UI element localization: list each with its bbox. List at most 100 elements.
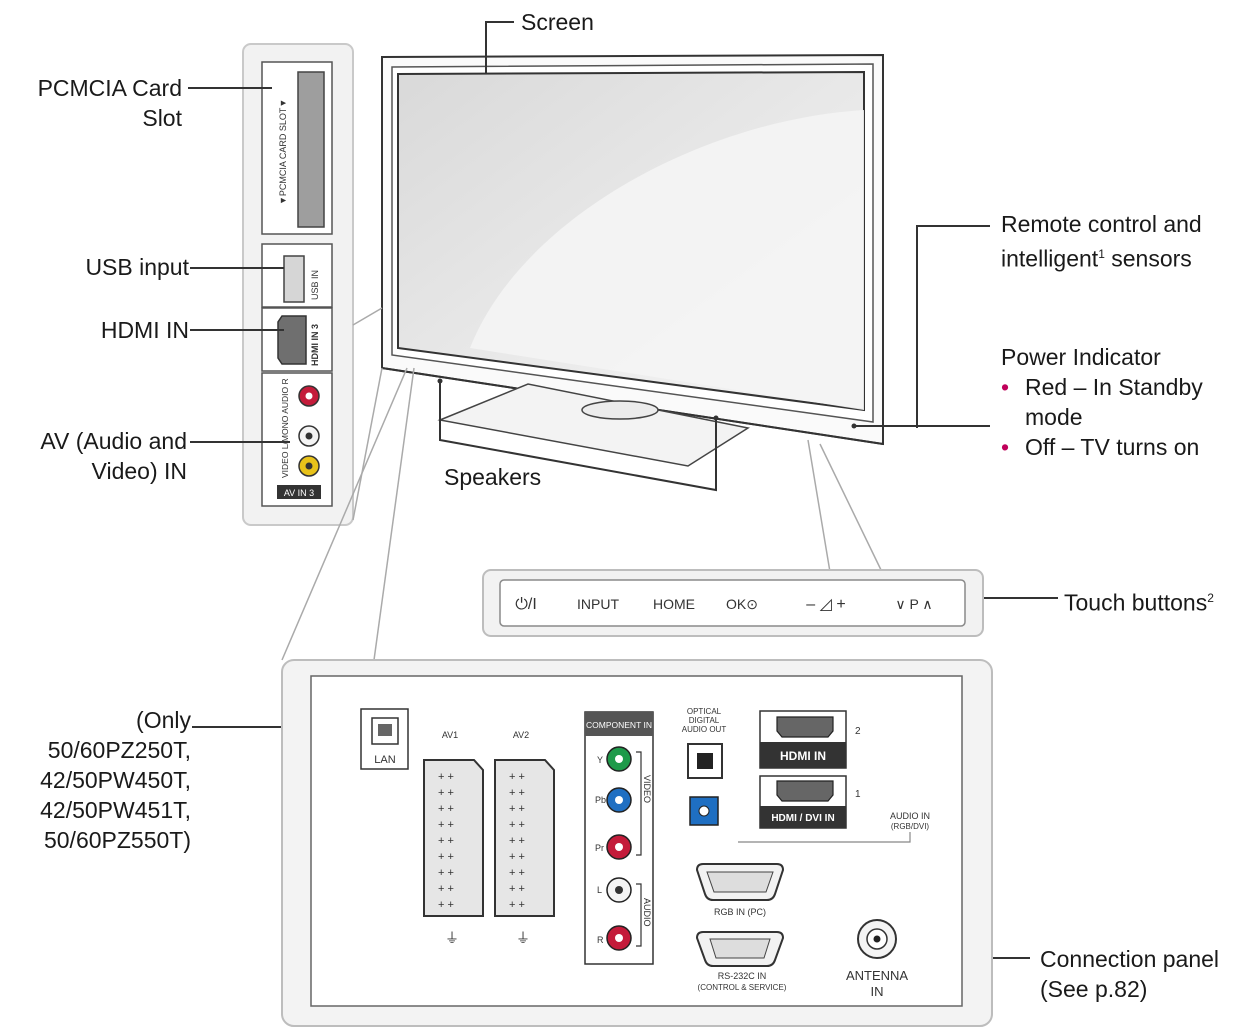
hdmi-in-number: 2 — [855, 726, 861, 737]
label-pcmcia-line2: Slot — [142, 105, 182, 131]
hdmi-dvi-in-number: 1 — [855, 789, 861, 800]
touch-button-input: INPUT — [577, 596, 619, 612]
tv-body — [381, 53, 884, 467]
svg-text:+ +: + + — [438, 851, 454, 863]
component-in: COMPONENT IN Y Pb Pr L R VIDEO AUDIO — [584, 711, 654, 965]
side-panel: ▼PCMCIA CARD SLOT▼ USB IN HDMI IN 3 VIDE… — [242, 43, 354, 526]
lan-port: LAN — [360, 708, 409, 770]
label-remote-footnote: 1 — [1098, 247, 1105, 261]
hdmi-dvi-in-label: HDMI / DVI IN — [771, 813, 834, 824]
touch-button-home: HOME — [653, 596, 695, 612]
svg-text:+ +: + + — [509, 771, 525, 783]
label-remote-sensors: sensors — [1104, 245, 1192, 272]
hdmi-dvi-in-1: HDMI / DVI IN 1 — [759, 775, 861, 829]
pcmcia-slot-text: ▼PCMCIA CARD SLOT▼ — [278, 99, 288, 205]
rgb-in-label: RGB IN (PC) — [714, 907, 766, 917]
svg-text:+ +: + + — [438, 803, 454, 815]
label-touch-buttons: Touch buttons2 — [1064, 583, 1214, 618]
component-pb-label: Pb — [595, 795, 606, 805]
optical-line1: OPTICAL — [687, 707, 722, 716]
rgb-in-pc: RGB IN (PC) — [695, 863, 785, 917]
av-in-3: VIDEO L/MONO AUDIO R AV IN 3 — [277, 378, 321, 499]
label-touch-footnote: 2 — [1207, 591, 1214, 605]
power-item-red-line2: mode — [1025, 404, 1083, 430]
svg-text:⏚: ⏚ — [445, 930, 459, 946]
component-l-label: L — [597, 885, 602, 895]
connection-panel: LAN AV1 + + + + + + + + + + + + + + + + … — [281, 659, 993, 1027]
rs232-line1: RS-232C IN — [718, 971, 767, 981]
label-only-line5: 50/60PZ550T) — [43, 827, 191, 853]
power-item-red: •Red – In Standby — [1001, 374, 1203, 400]
lan-label: LAN — [374, 754, 395, 766]
usb-port: USB IN — [283, 255, 320, 303]
svg-text:+ +: + + — [509, 787, 525, 799]
svg-text:+ +: + + — [509, 803, 525, 815]
av-in-3-text: VIDEO L/MONO AUDIO R — [280, 378, 290, 478]
av2-scart: AV2 + + + + + + + + + + + + + + + + + + … — [494, 730, 555, 946]
tv-screen — [397, 70, 865, 412]
antenna-in: ANTENNA IN — [846, 919, 908, 999]
label-only-line2: 50/60PZ250T, — [47, 737, 191, 763]
svg-text:+ +: + + — [509, 851, 525, 863]
power-item-red-cont: mode — [1001, 402, 1203, 432]
power-item-red-line1: Red – In Standby — [1025, 374, 1203, 400]
pcmcia-card-slot: ▼PCMCIA CARD SLOT▼ — [278, 71, 325, 228]
label-speakers: Speakers — [444, 464, 542, 490]
audio-in-rgb-dvi: AUDIO IN (RGB/DVI) — [689, 796, 930, 843]
power-item-off-text: Off – TV turns on — [1025, 434, 1200, 460]
av2-label: AV2 — [513, 730, 529, 740]
svg-text:+ +: + + — [509, 819, 525, 831]
component-audio-group: AUDIO — [642, 898, 652, 927]
component-y-label: Y — [597, 755, 603, 765]
tv-stand — [437, 383, 750, 467]
touch-button-volume: – ◿ + — [806, 596, 845, 613]
power-indicator-list: •Red – In Standby mode •Off – TV turns o… — [1001, 372, 1203, 462]
label-av-line2: Video) IN — [91, 458, 187, 484]
av1-label: AV1 — [442, 730, 458, 740]
touch-buttons-panel: ⏻/I INPUT HOME OK⊙ – ◿ + ∨ P ∧ — [482, 569, 984, 637]
power-item-off: •Off – TV turns on — [1001, 434, 1200, 460]
label-pcmcia-line1: PCMCIA Card — [37, 75, 182, 101]
rs232-line2: (CONTROL & SERVICE) — [698, 983, 787, 992]
svg-text:+ +: + + — [438, 835, 454, 847]
usb-port-text: USB IN — [310, 270, 320, 300]
svg-text:+ +: + + — [438, 787, 454, 799]
svg-text:+ +: + + — [438, 867, 454, 879]
rs232c-in: RS-232C IN (CONTROL & SERVICE) — [695, 931, 787, 992]
component-r-label: R — [597, 935, 604, 945]
component-header: COMPONENT IN — [586, 720, 652, 730]
svg-text:+ +: + + — [509, 867, 525, 879]
antenna-line1: ANTENNA — [846, 968, 908, 983]
svg-text:+ +: + + — [438, 819, 454, 831]
label-only-line3: 42/50PW450T, — [40, 767, 191, 793]
touch-button-program: ∨ P ∧ — [895, 596, 932, 612]
optical-line3: AUDIO OUT — [682, 725, 727, 734]
label-connection-see: (See p.82) — [1040, 976, 1148, 1002]
zoom-guides — [281, 307, 883, 661]
audio-in-line2: (RGB/DVI) — [891, 822, 930, 831]
label-remote-intelligent: intelligent — [1001, 245, 1099, 272]
svg-text:+ +: + + — [438, 899, 454, 911]
touch-button-power: ⏻/I — [515, 596, 537, 613]
svg-text:+ +: + + — [509, 883, 525, 895]
svg-text:⏚: ⏚ — [516, 930, 530, 946]
hdmi-port-text: HDMI IN 3 — [310, 324, 320, 366]
svg-text:+ +: + + — [509, 835, 525, 847]
label-only-line4: 42/50PW451T, — [40, 797, 191, 823]
optical-line2: DIGITAL — [689, 716, 720, 725]
hdmi-in-label: HDMI IN — [780, 749, 826, 763]
label-usb-input: USB input — [85, 254, 189, 280]
touch-button-ok: OK⊙ — [726, 596, 758, 612]
label-touch-text: Touch buttons — [1064, 589, 1208, 616]
svg-text:+ +: + + — [509, 899, 525, 911]
component-video-group: VIDEO — [642, 775, 652, 803]
label-remote-line2: intelligent1 sensors — [1001, 239, 1192, 274]
label-screen: Screen — [521, 9, 594, 35]
label-hdmi-in: HDMI IN — [100, 317, 189, 343]
svg-text:+ +: + + — [438, 883, 454, 895]
label-remote-line1: Remote control and — [1001, 211, 1202, 237]
component-pr-label: Pr — [595, 843, 604, 853]
label-only-line1: (Only — [136, 707, 191, 733]
hdmi-in-2: HDMI IN 2 — [759, 710, 861, 769]
